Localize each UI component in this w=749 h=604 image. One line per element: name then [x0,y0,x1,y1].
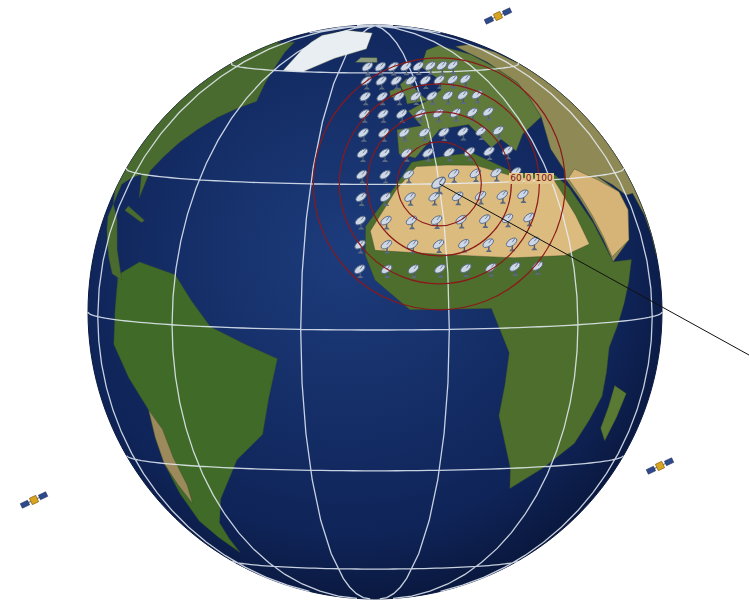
dish-icon [400,147,414,162]
continents [107,30,657,552]
dish-icon [397,127,411,142]
dish-icon [378,147,392,162]
dish-icon [374,75,388,90]
dish-icon [405,214,419,229]
range-ring [339,84,539,284]
satellite-icon [646,457,674,475]
dish-icon [447,168,461,183]
dish-icon [412,60,426,75]
dish-icon [441,90,455,105]
range-label: 100 [535,173,554,184]
dish-icon [409,90,423,105]
asia-land [455,44,656,261]
dish-icon [474,125,488,140]
dish-icon [424,60,438,75]
madagascar-land [601,385,627,440]
dish-icon [375,90,389,105]
dish-icon [481,237,495,252]
dish-icon [496,189,510,204]
dish-icon [501,212,515,227]
dish-icon [354,191,368,206]
dish-icon [430,214,444,229]
dish-icon [361,61,375,76]
dish-icon [379,191,393,206]
dish-icon [508,261,522,276]
dish-icon [432,238,446,253]
dish-icon [356,147,370,162]
ground-stations [353,59,544,278]
dish-icon [459,262,473,277]
dish-icon [446,59,460,74]
dish-icon [374,61,388,76]
iceland-land [355,58,377,63]
satellite-icon [484,7,512,25]
dish-icon [431,107,445,122]
africa-land [365,153,631,489]
europe-land [397,45,541,158]
dish-icon [433,263,447,278]
satellite-icon [20,491,48,509]
dish-icon [358,90,372,105]
dish-icon [425,90,439,105]
dish-icon [482,145,496,160]
dish-icon [389,75,403,90]
dish-icon [505,236,519,251]
dish-icon [456,126,470,141]
ocean-sphere [88,25,662,599]
dish-icon [435,60,449,75]
dish-icon [442,146,456,161]
coverage-circles [313,58,565,310]
graticule [88,25,662,599]
dish-icon [403,191,417,206]
dish-icon [430,175,448,194]
dish-icon [377,127,391,142]
range-label: 60 [509,173,522,184]
dish-icon [402,168,416,183]
dish-icon [355,169,369,184]
dish-icon [489,167,503,182]
dish-icon [417,126,431,141]
link-line [439,184,749,355]
south-america-land [114,262,278,553]
dish-icon [378,169,392,184]
dish-icon [354,215,368,230]
dish-icon [456,89,470,104]
dish-icon [478,213,492,228]
range-label: 0 [525,173,533,184]
range-ring [313,58,565,310]
dish-icon [376,108,390,123]
dish-icon [451,190,465,205]
dish-icon [516,188,530,203]
dish-icon [432,74,446,89]
dish-icon [466,106,480,121]
dish-icon [359,75,373,90]
dish-icon [419,74,433,89]
dish-icon [481,106,495,121]
dish-icon [407,263,421,278]
dish-icon [380,239,394,254]
dish-icon [522,211,536,226]
dish-icon [357,127,371,142]
dish-icon [357,108,371,123]
dish-icon [421,147,435,162]
dish-icon [437,126,451,141]
dish-icon [463,146,477,161]
dish-icon [527,235,541,250]
cuba-land [125,206,145,222]
dish-icon [501,144,515,159]
dish-icon [353,263,367,278]
